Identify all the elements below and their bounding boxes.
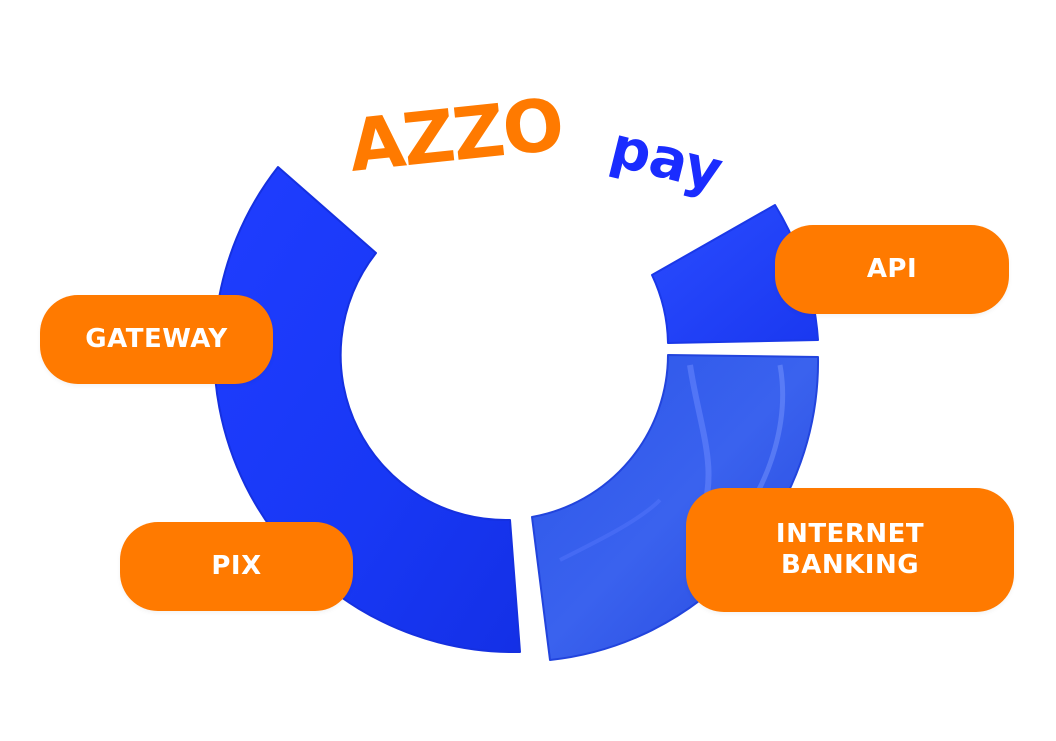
api-label: API	[775, 225, 1009, 314]
ring-segment-top-right	[651, 204, 819, 344]
pix-text: PIX	[211, 550, 262, 581]
logo-suffix-text: pay	[604, 115, 729, 205]
azzo-logo: AZZO pay	[345, 82, 729, 205]
internet-banking-text-line1: INTERNET	[775, 518, 925, 549]
gateway-text: GATEWAY	[85, 323, 228, 354]
internet-banking-label: INTERNET BANKING	[686, 488, 1014, 612]
ring-segment-bottom-right	[531, 354, 820, 661]
internet-banking-text-line2: BANKING	[780, 550, 920, 580]
api-text: API	[866, 253, 918, 284]
logo-brand-text: AZZO	[345, 82, 566, 188]
pix-label: PIX	[120, 522, 353, 611]
glass-highlight-3	[559, 498, 662, 562]
gateway-label: GATEWAY	[40, 295, 273, 384]
